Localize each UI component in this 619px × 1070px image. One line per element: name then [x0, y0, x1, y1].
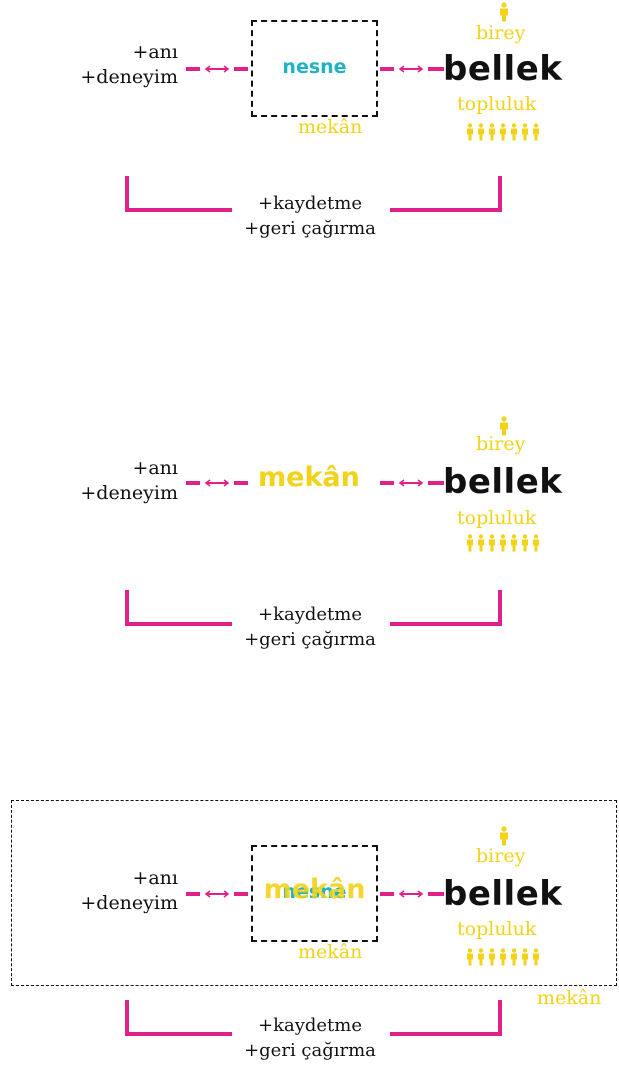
bidirectional-arrow-right: [380, 479, 444, 487]
community-label: topluluk: [457, 507, 537, 529]
space-sublabel: mekân: [298, 941, 363, 963]
term-geri-cagirma: +geri çağırma: [244, 629, 376, 650]
term-kaydetme: +kaydetme: [257, 604, 363, 625]
person-icon: [500, 416, 508, 436]
bidirectional-arrow-left: [186, 890, 248, 898]
bracket-terms: +kaydetme +geri çağırma: [200, 191, 420, 241]
bracket: [125, 590, 502, 626]
term-deneyim: +deneyim: [80, 892, 178, 914]
bidirectional-arrow-right: [380, 890, 444, 898]
term-ani: +anı: [132, 457, 178, 479]
community-label: topluluk: [457, 918, 537, 940]
space-overlay-label: mekân: [263, 874, 366, 905]
memory-label: bellek: [443, 874, 563, 914]
bidirectional-arrow-left: [186, 479, 248, 487]
left-terms: +anı +deneyim: [80, 456, 178, 506]
individual-label: birey: [476, 22, 526, 44]
outer-space-label: mekân: [537, 987, 602, 1009]
term-ani: +anı: [132, 867, 178, 889]
outer-space-box: [11, 800, 617, 986]
bracket: [125, 176, 502, 212]
term-geri-cagirma: +geri çağırma: [244, 218, 376, 239]
space-sublabel: mekân: [298, 116, 363, 138]
group-icon: [467, 534, 539, 552]
object-box: [251, 845, 378, 942]
object-box: [251, 20, 378, 117]
group-icon: [467, 123, 539, 141]
individual-label: birey: [476, 433, 526, 455]
object-label: nesne: [282, 881, 347, 903]
individual-label: birey: [476, 845, 526, 867]
bracket: [125, 1000, 502, 1036]
term-deneyim: +deneyim: [80, 482, 178, 504]
term-kaydetme: +kaydetme: [257, 193, 363, 214]
group-icon: [467, 948, 539, 966]
memory-label: bellek: [443, 462, 563, 502]
space-label: mekân: [258, 462, 360, 493]
person-icon: [500, 2, 508, 22]
bidirectional-arrow-right: [380, 65, 444, 73]
left-terms: +anı +deneyim: [80, 866, 178, 916]
left-terms: +anı +deneyim: [80, 40, 178, 90]
bracket-terms: +kaydetme +geri çağırma: [200, 602, 420, 652]
person-icon: [500, 826, 508, 846]
bracket-terms: +kaydetme +geri çağırma: [200, 1013, 420, 1063]
object-label: nesne: [282, 56, 347, 78]
term-kaydetme: +kaydetme: [257, 1015, 363, 1036]
term-geri-cagirma: +geri çağırma: [244, 1040, 376, 1061]
term-deneyim: +deneyim: [80, 66, 178, 88]
community-label: topluluk: [457, 93, 537, 115]
bidirectional-arrow-left: [186, 65, 248, 73]
term-ani: +anı: [132, 41, 178, 63]
memory-label: bellek: [443, 49, 563, 89]
